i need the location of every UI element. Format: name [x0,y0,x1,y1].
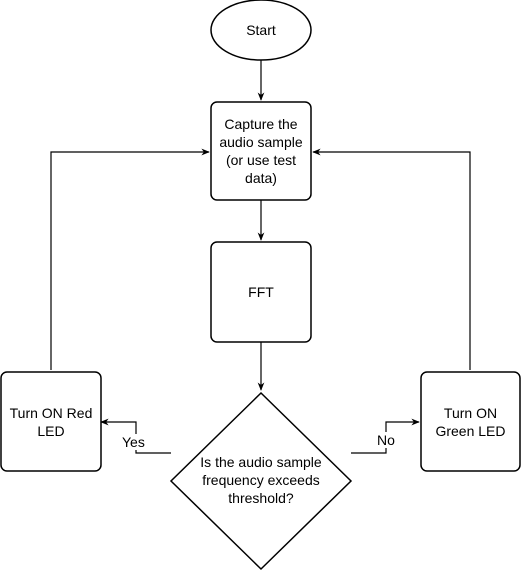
edge-yes-label: Yes [120,434,147,450]
node-start-label: Start [246,22,276,38]
node-red-led-label: Turn ON Red LED [9,404,93,439]
node-capture-shape [210,101,312,201]
node-start-shape [210,0,312,61]
node-fft-shape [210,241,312,343]
edge-green-to-capture [312,148,471,370]
edge-no-label: No [375,432,397,448]
node-capture-label: Capture the audio sample (or use test da… [219,116,303,186]
node-fft-label: FFT [248,284,274,300]
node-decision-shape [169,391,353,571]
node-red-led-shape [0,371,102,472]
edge-red-to-capture [50,148,210,370]
node-green-led-shape [420,371,521,472]
node-decision-label: Is the audio sample frequency exceeds th… [200,454,322,506]
node-green-led-label: Turn ON Green LED [435,404,506,439]
